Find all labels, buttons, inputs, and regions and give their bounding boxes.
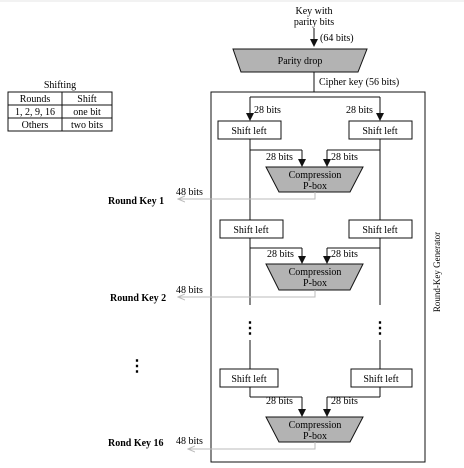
shift-left-box xyxy=(350,368,413,388)
bits48-label: 48 bits xyxy=(176,285,203,296)
input-label-line1: Key with xyxy=(296,6,333,17)
input-bits-label: (64 bits) xyxy=(320,33,354,44)
generator-side-label: Round-Key Generator xyxy=(432,232,442,312)
table-header-shift: Shift xyxy=(77,94,97,105)
table-header-rounds: Rounds xyxy=(20,94,51,105)
shift-left-label: Shift left xyxy=(363,374,398,385)
shift-left-label: Shift left xyxy=(233,225,268,236)
pbox-label: P-box xyxy=(303,181,327,192)
bits48-label: 48 bits xyxy=(176,187,203,198)
shift-left-label: Shift left xyxy=(362,126,397,137)
shifting-table: Shifting Rounds Shift 1, 2, 9, 16 one bi… xyxy=(7,80,113,132)
compression-pbox xyxy=(265,166,364,193)
compression-label: Compression xyxy=(289,420,342,431)
bits48-label: 48 bits xyxy=(176,436,203,447)
ellipsis-left: ⋮ xyxy=(242,320,258,337)
round-key-16-label: Rond Key 16 xyxy=(108,438,164,449)
parity-drop-box xyxy=(232,48,368,73)
shift-left-box xyxy=(219,368,279,388)
bits28-label: 28 bits xyxy=(331,152,358,163)
compression-pbox xyxy=(265,263,364,291)
bits28-label: 28 bits xyxy=(331,396,358,407)
compression-label: Compression xyxy=(289,170,342,181)
compression-label: Compression xyxy=(289,267,342,278)
bits28-top-left: 28 bits xyxy=(254,105,281,116)
shifting-table-title: Shifting xyxy=(44,80,76,91)
shift-left-label: Shift left xyxy=(231,374,266,385)
shift-left-box xyxy=(219,219,284,239)
table-cell: 1, 2, 9, 16 xyxy=(15,107,55,118)
table-cell: two bits xyxy=(71,120,103,131)
table-cell: one bit xyxy=(73,107,101,118)
generator-frame xyxy=(210,91,426,463)
input-label-line2: parity bits xyxy=(294,17,334,28)
shift-left-label: Shift left xyxy=(362,225,397,236)
bits28-label: 28 bits xyxy=(331,249,358,260)
round-key-2-label: Round Key 2 xyxy=(110,293,166,304)
table-cell: Others xyxy=(22,120,49,131)
bits28-label: 28 bits xyxy=(267,249,294,260)
ellipsis-keys: ⋮ xyxy=(129,358,145,375)
cipher-key-label: Cipher key (56 bits) xyxy=(319,77,399,88)
ellipsis-right: ⋮ xyxy=(372,320,388,337)
parity-drop-label: Parity drop xyxy=(278,56,323,67)
bits28-label: 28 bits xyxy=(266,152,293,163)
pbox-label: P-box xyxy=(303,431,327,442)
bits28-label: 28 bits xyxy=(266,396,293,407)
bits28-top-right: 28 bits xyxy=(346,105,373,116)
pbox-label: P-box xyxy=(303,278,327,289)
round-key-1-label: Round Key 1 xyxy=(108,196,164,207)
compression-pbox xyxy=(265,416,364,443)
shift-left-label: Shift left xyxy=(231,126,266,137)
